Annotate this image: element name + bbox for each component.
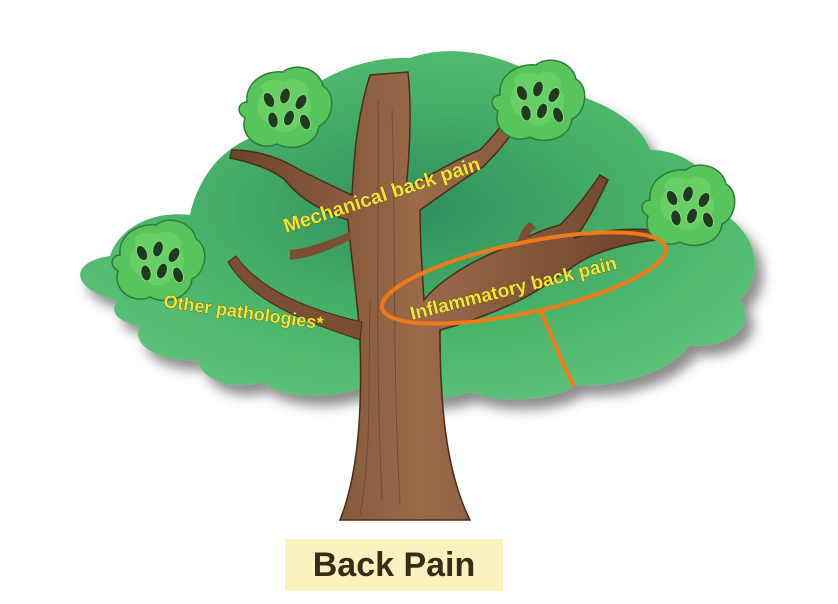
inflammatory-highlight-ellipse — [379, 230, 669, 387]
tree-trunk — [227, 71, 656, 521]
diagram-title-box: Back Pain — [285, 539, 503, 591]
diagram-title: Back Pain — [312, 545, 476, 584]
